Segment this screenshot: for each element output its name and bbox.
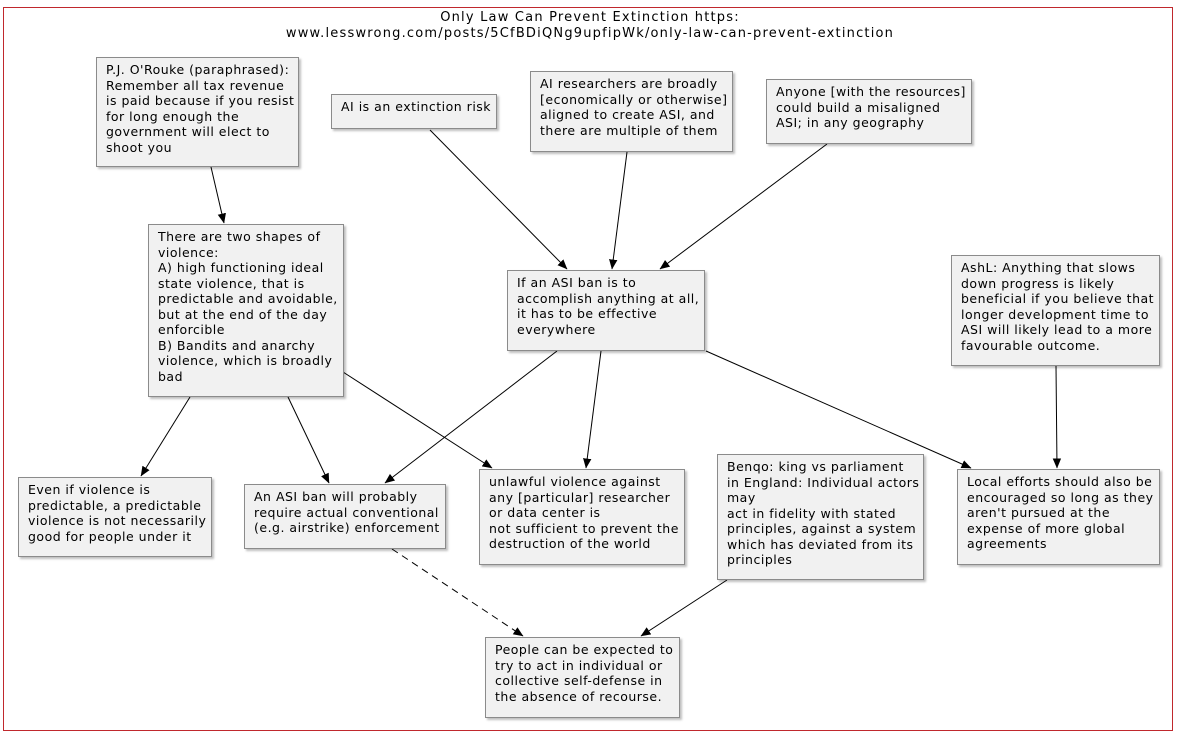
node-text-line: the absence of recourse. xyxy=(495,688,663,704)
node-text-line: predictable, a predictable xyxy=(28,497,202,513)
node-text-line: any [particular] researcher xyxy=(489,489,671,505)
node-text-line: AshL: Anything that slows xyxy=(961,260,1136,275)
node-text-line: in England: Individual actors xyxy=(727,474,920,490)
node-text-line: An ASI ban will probably xyxy=(254,489,418,504)
node-text-line: but at the end of the day xyxy=(158,306,328,322)
node-text-line: If an ASI ban is to xyxy=(517,275,637,290)
node-text-line: There are two shapes of xyxy=(158,229,321,244)
edge-asi-ban-everywhere-to-local-efforts xyxy=(705,350,972,469)
node-text-line: AI is an extinction risk xyxy=(341,99,492,114)
node-text-line: state violence, that is xyxy=(158,275,305,291)
node-text-line: beneficial if you believe that xyxy=(961,291,1155,306)
node-text-line: expense of more global xyxy=(967,520,1126,536)
node-text-line: unlawful violence against xyxy=(489,474,661,489)
node-text-line: principles, against a system xyxy=(727,521,917,536)
node-text-line: enforcible xyxy=(158,322,225,337)
node-text-line: violence is not necessarily xyxy=(28,513,207,528)
node-text-line: Remember all tax revenue xyxy=(106,77,285,93)
node-text-line: AI researchers are broadly xyxy=(540,76,718,91)
edge-researchers-aligned-to-asi-ban-everywhere xyxy=(609,151,628,270)
node-text-line: P.J. O'Rouke (paraphrased): xyxy=(106,62,290,77)
edge-anyone-build-to-asi-ban-everywhere xyxy=(659,143,828,270)
node-text-line: down progress is likely xyxy=(961,275,1115,291)
node-text-line: collective self-defense in xyxy=(495,673,663,688)
node-researchers-aligned: AI researchers are broadly[economically … xyxy=(530,71,733,152)
node-text-line: [economically or otherwise] xyxy=(540,91,728,107)
edge-benqo-to-self-defense xyxy=(640,579,728,637)
edge-ashl-to-local-efforts xyxy=(1052,365,1062,469)
node-text-line: longer development time to xyxy=(961,306,1149,322)
node-text-line: ASI; in any geography xyxy=(776,115,925,130)
node-ai-extinction-risk: AI is an extinction risk xyxy=(331,94,497,129)
node-text-line: violence: xyxy=(158,244,219,260)
node-text-line: encouraged so long as they xyxy=(967,489,1154,505)
node-text-line: shoot you xyxy=(106,139,173,155)
node-text-line: good for people under it xyxy=(28,528,192,544)
node-text-line: everywhere xyxy=(517,321,596,337)
node-text-line: require actual conventional xyxy=(254,504,439,520)
edge-two-shapes-to-unlawful-violence xyxy=(342,371,493,469)
node-text-line: A) high functioning ideal xyxy=(158,260,324,275)
node-text-line: violence, which is broadly xyxy=(158,353,333,368)
node-text-line: act in fidelity with stated xyxy=(727,505,897,521)
node-text-line: bad xyxy=(158,368,184,384)
node-anyone-could-build: Anyone [with the resources]could build a… xyxy=(766,79,972,144)
node-text-line: try to act in individual or xyxy=(495,657,663,673)
node-text-line: Anyone [with the resources] xyxy=(776,84,966,99)
diagram-frame xyxy=(3,7,1173,731)
node-text-line: agreements xyxy=(967,536,1048,551)
node-text-line: could build a misaligned xyxy=(776,99,941,115)
node-text-line: ASI will likely lead to a more xyxy=(961,322,1153,337)
node-text-line: aligned to create ASI, and xyxy=(540,107,715,122)
node-text-line: B) Bandits and anarchy xyxy=(158,337,316,353)
node-text-line: it has to be effective xyxy=(517,306,658,321)
node-text-line: principles xyxy=(727,552,793,567)
node-text-line: there are multiple of them xyxy=(540,122,718,138)
node-text-line: Benqo: king vs parliament xyxy=(727,459,904,474)
title-line: Only Law Can Prevent Extinction https: xyxy=(440,10,740,25)
edge-asi-ban-everywhere-to-unlawful-violence xyxy=(583,350,602,469)
node-text-line: not sufficient to prevent the xyxy=(489,520,679,536)
node-text-line: People can be expected to xyxy=(495,642,674,657)
node-text-line: aren't pursued at the xyxy=(967,505,1111,520)
node-text-line: accomplish anything at all, xyxy=(517,290,700,306)
node-text-line: may xyxy=(727,490,756,505)
node-text-line: government will elect to xyxy=(106,124,270,139)
node-text-line: Local efforts should also be xyxy=(967,474,1153,489)
node-text-line: is paid because if you resist xyxy=(106,93,295,108)
edge-conventional-enforcement-to-self-defense xyxy=(391,548,524,637)
node-text-line: destruction of the world xyxy=(489,536,651,551)
node-text-line: predictable and avoidable, xyxy=(158,291,338,306)
node-text-line: for long enough the xyxy=(106,108,240,124)
node-text-line: (e.g. airstrike) enforcement xyxy=(254,520,440,535)
diagram-title: Only Law Can Prevent Extinction https: w… xyxy=(0,10,1180,41)
node-text-line: which has deviated from its xyxy=(727,536,914,552)
edge-two-shapes-to-conventional-enforcement xyxy=(287,396,330,484)
node-text-line: favourable outcome. xyxy=(961,337,1101,353)
edge-asi-ban-everywhere-to-conventional-enforcement xyxy=(384,350,558,484)
edge-orourke-to-two-shapes xyxy=(210,166,226,224)
title-line: www.lesswrong.com/posts/5CfBDiQNg9upfipW… xyxy=(285,25,895,41)
node-text-line: Even if violence is xyxy=(28,482,151,497)
edge-two-shapes-to-predictable-violence xyxy=(140,396,191,477)
node-text-line: or data center is xyxy=(489,505,601,520)
node-orourke-quote: P.J. O'Rouke (paraphrased):Remember all … xyxy=(96,57,299,167)
edge-extinction-risk-to-asi-ban-everywhere xyxy=(429,129,568,270)
